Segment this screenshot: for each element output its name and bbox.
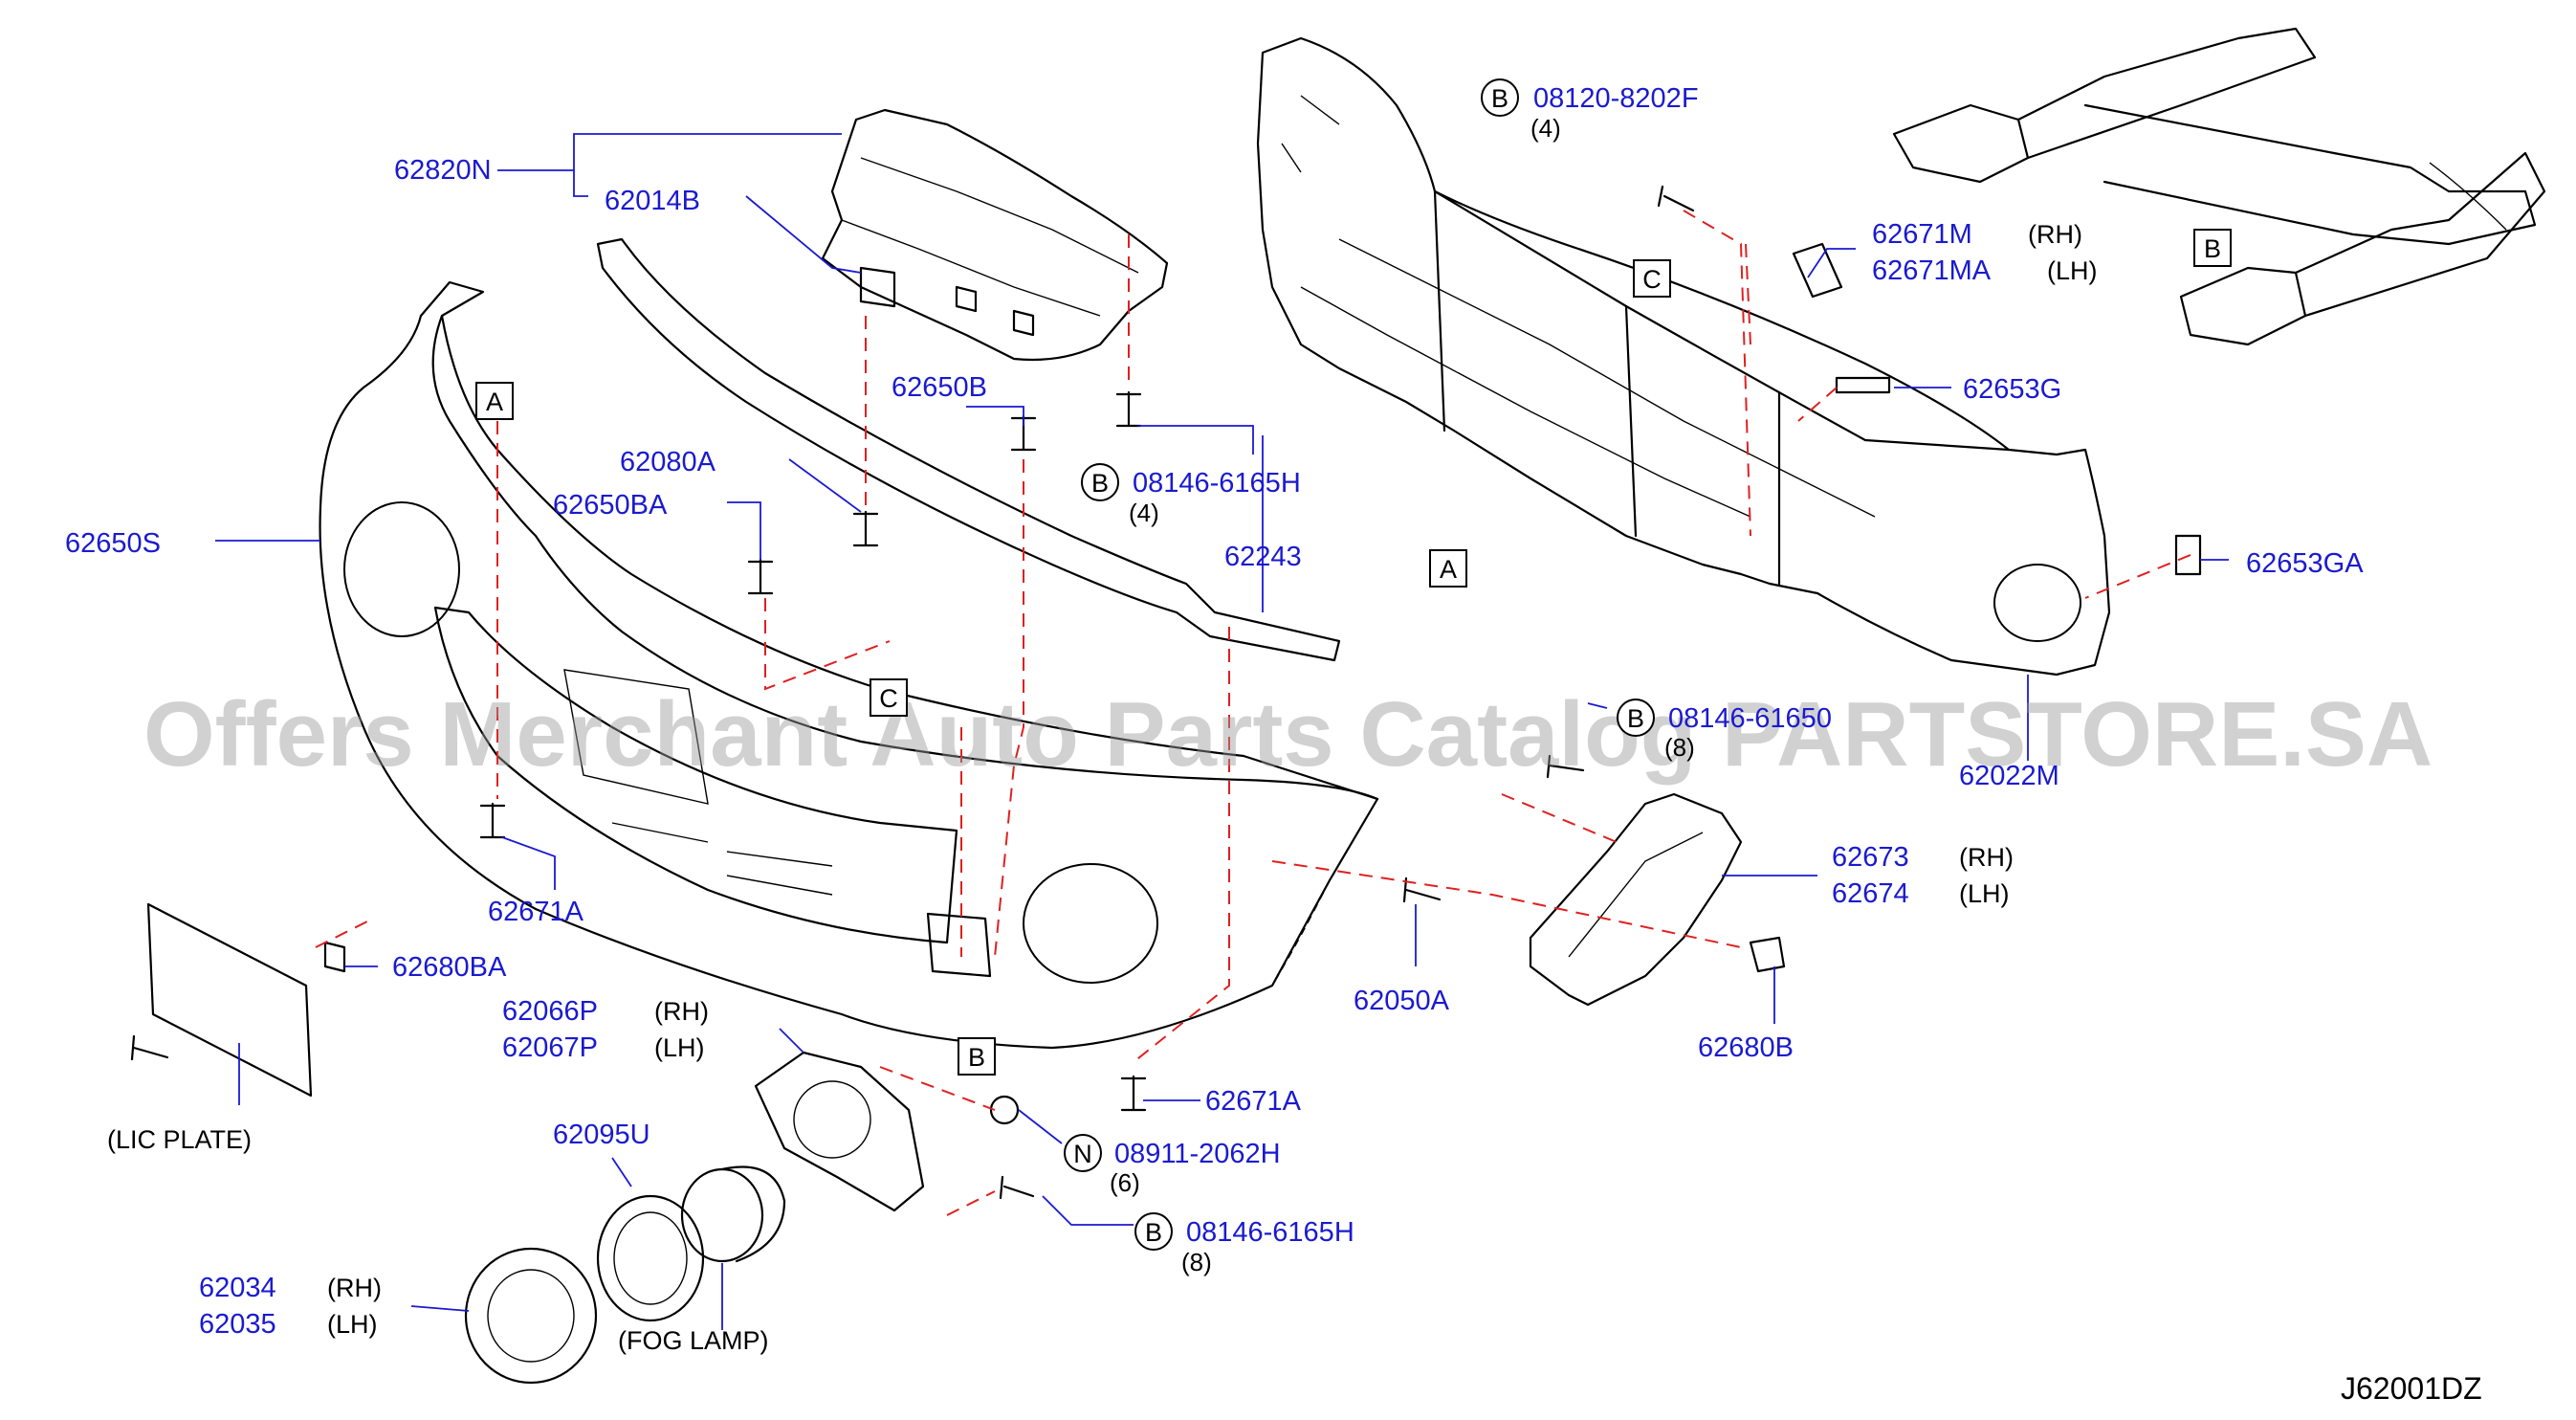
svg-text:A: A (486, 388, 503, 416)
strip-62243-drawing (596, 237, 1341, 662)
svg-text:C: C (1642, 265, 1662, 294)
callout-box-b-frame: B (2193, 229, 2232, 267)
callout-box-c-left: C (870, 678, 908, 717)
svg-text:A: A (1440, 555, 1457, 584)
label-62067p: 62067P (502, 1032, 598, 1063)
note-fog-lamp: (FOG LAMP) (618, 1326, 769, 1355)
callout-box-a-left: A (475, 382, 514, 420)
upper-bracket-drawing (821, 108, 1169, 362)
label-62034-side: (RH) (327, 1274, 382, 1302)
assembly-lines (315, 210, 2191, 1216)
bumper-fascia-drawing (319, 280, 1379, 1050)
svg-text:N: N (1073, 1140, 1092, 1168)
qty-08146-mid: (8) (1664, 733, 1695, 762)
label-62671m: 62671M (1872, 219, 1972, 250)
label-62035: 62035 (199, 1309, 276, 1340)
circle-b-08146-mid: B (1617, 699, 1655, 737)
watermark-text: Offers Merchant Auto Parts Catalog PARTS… (143, 683, 2433, 786)
svg-text:C: C (879, 684, 898, 713)
label-08146-6165h-bottom: 08146-6165H (1186, 1217, 1354, 1248)
label-62680b: 62680B (1698, 1032, 1794, 1063)
label-62080a: 62080A (620, 447, 716, 477)
qty-08911: (6) (1110, 1168, 1140, 1197)
frame-drawing (1892, 27, 2546, 346)
label-62820n: 62820N (394, 155, 492, 186)
label-08120-8202f: 08120-8202F (1533, 83, 1699, 114)
label-62066p-side: (RH) (654, 997, 709, 1026)
label-62650b: 62650B (892, 372, 987, 403)
svg-text:B: B (1145, 1218, 1162, 1247)
label-62014b: 62014B (605, 186, 700, 216)
svg-text:B: B (1491, 84, 1508, 113)
label-62653g: 62653G (1963, 374, 2061, 405)
svg-text:B: B (2204, 234, 2221, 263)
label-62067p-side: (LH) (654, 1033, 705, 1062)
leader-lines (215, 133, 2229, 1330)
callout-box-a-right: A (1429, 549, 1467, 588)
label-62095u: 62095U (553, 1120, 650, 1150)
label-62050a: 62050A (1354, 986, 1450, 1016)
label-62243: 62243 (1224, 542, 1302, 572)
circle-n-08911: N (1064, 1134, 1102, 1172)
label-62650s: 62650S (65, 528, 161, 559)
svg-text:B: B (968, 1043, 985, 1072)
label-62671ma-side: (LH) (2047, 256, 2098, 285)
qty-08146-top: (4) (1129, 499, 1159, 527)
label-08146-61650-mid: 08146-61650 (1668, 703, 1832, 734)
qty-08120: (4) (1530, 114, 1561, 143)
label-62680ba: 62680BA (392, 952, 507, 983)
circle-b-08146-bottom: B (1134, 1212, 1173, 1251)
label-62671m-side: (RH) (2028, 220, 2082, 249)
label-62674: 62674 (1832, 878, 1909, 909)
label-08911-2062h: 08911-2062H (1114, 1139, 1281, 1169)
svg-text:B: B (1091, 469, 1109, 498)
circle-b-08120: B (1481, 78, 1519, 117)
label-62650ba: 62650BA (553, 490, 668, 521)
diagram-code: J62001DZ (2341, 1371, 2482, 1406)
circle-b-08146-top: B (1081, 463, 1119, 501)
label-62673-side: (RH) (1959, 843, 2014, 872)
label-08146-6165h-top: 08146-6165H (1133, 468, 1301, 499)
label-62671a-bottom: 62671A (1205, 1086, 1302, 1117)
label-62653ga: 62653GA (2246, 548, 2364, 579)
label-62022m: 62022M (1959, 761, 2059, 791)
license-plate-drawing (146, 902, 346, 1098)
bumper-reinforcement-drawing (1256, 36, 2111, 677)
side-bracket-drawing (1529, 792, 1743, 1007)
callout-box-c-right: C (1633, 259, 1671, 298)
label-62671a-left: 62671A (488, 897, 584, 927)
label-62674-side: (LH) (1959, 879, 2010, 908)
svg-text:B: B (1627, 704, 1644, 733)
fog-lamp-drawing (464, 1051, 925, 1385)
label-62671ma: 62671MA (1872, 255, 1992, 286)
label-62066p: 62066P (502, 996, 598, 1027)
label-62034: 62034 (199, 1273, 276, 1303)
note-lic-plate: (LIC PLATE) (107, 1125, 252, 1154)
label-62673: 62673 (1832, 842, 1909, 873)
label-62035-side: (LH) (327, 1310, 378, 1339)
callout-box-b-bottom: B (958, 1037, 996, 1076)
qty-08146-bottom: (8) (1181, 1248, 1212, 1276)
